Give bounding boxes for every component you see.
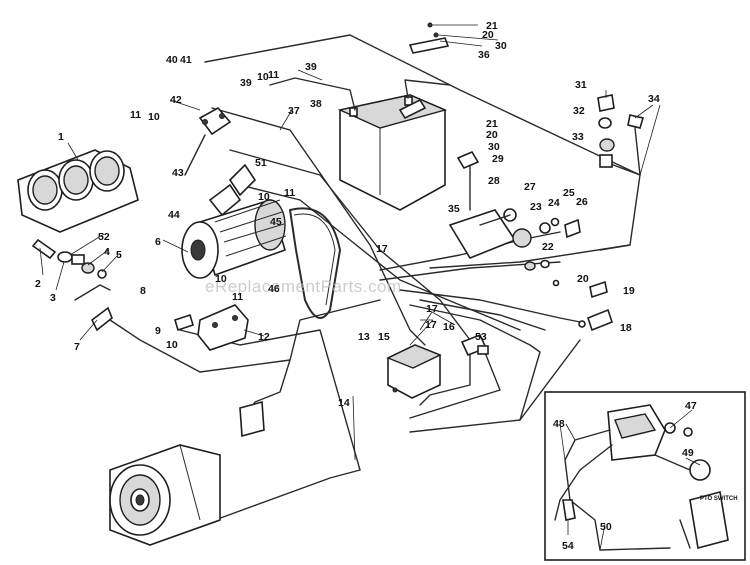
callout-54: 54 <box>562 540 574 552</box>
callout-6: 6 <box>155 236 161 248</box>
callout-3: 3 <box>50 292 56 304</box>
callout-1: 1 <box>58 131 64 143</box>
callout-24: 24 <box>548 197 560 209</box>
callout-46: 46 <box>268 283 280 295</box>
callout-39-a: 39 <box>240 77 252 89</box>
callout-21-b: 21 <box>486 118 498 130</box>
drive-belt <box>289 207 341 319</box>
callout-34: 34 <box>648 93 660 105</box>
callout-42: 42 <box>170 94 182 106</box>
callout-23: 23 <box>530 201 542 213</box>
headlight-assembly <box>17 149 139 233</box>
callout-27: 27 <box>524 181 536 193</box>
callout-45: 45 <box>270 216 282 228</box>
callout-11-b: 11 <box>268 69 279 81</box>
callout-31: 31 <box>575 79 587 91</box>
callout-37: 37 <box>288 105 300 117</box>
callout-5: 5 <box>116 249 122 261</box>
callout-51: 51 <box>255 157 267 169</box>
callout-labels: 1 2 3 4 5 6 7 8 9 10 10 10 10 10 11 11 1… <box>35 20 697 552</box>
callout-47: 47 <box>685 400 697 412</box>
callout-22: 22 <box>542 241 554 253</box>
callout-13: 13 <box>358 331 370 343</box>
right-connectors <box>552 279 613 332</box>
callout-33: 33 <box>572 131 584 143</box>
callout-36: 36 <box>478 49 490 61</box>
callout-9: 9 <box>155 325 161 337</box>
callout-53: 53 <box>475 331 487 343</box>
callout-20-a: 20 <box>482 29 494 41</box>
callout-8: 8 <box>140 285 146 297</box>
callout-30-a: 30 <box>495 40 507 52</box>
callout-10-e: 10 <box>166 339 178 351</box>
battery-hold-down <box>456 150 480 211</box>
callout-11-c: 11 <box>284 187 295 199</box>
callout-11-d: 11 <box>232 291 243 303</box>
starter-generator <box>181 163 287 279</box>
watermark-text: eReplacementParts.com <box>205 277 402 296</box>
callout-10-d: 10 <box>215 273 227 285</box>
fuse-holder <box>239 400 265 438</box>
battery <box>269 77 451 211</box>
callout-18: 18 <box>620 322 632 334</box>
dash-switch-cluster <box>448 208 581 271</box>
mounting-bracket <box>174 304 249 351</box>
callout-40: 40 <box>166 54 178 66</box>
callout-11-a: 11 <box>130 109 141 121</box>
pto-switch-inset <box>544 391 746 561</box>
callout-14: 14 <box>338 397 350 409</box>
callout-21-a: 21 <box>486 20 498 32</box>
callout-38: 38 <box>310 98 322 110</box>
callout-29: 29 <box>492 153 504 165</box>
solenoid <box>184 106 232 176</box>
callout-17-a: 17 <box>376 243 388 255</box>
callout-30-b: 30 <box>488 141 500 153</box>
callout-16: 16 <box>443 321 455 333</box>
callout-19: 19 <box>623 285 635 297</box>
indicator-light-assembly <box>31 238 113 332</box>
callout-35: 35 <box>448 203 460 215</box>
callout-15: 15 <box>378 331 390 343</box>
callout-43: 43 <box>172 167 184 179</box>
callout-39-b: 39 <box>305 61 317 73</box>
callout-10-c: 10 <box>258 191 270 203</box>
inset-label: PTO SWITCH <box>700 496 738 502</box>
callout-26: 26 <box>576 196 588 208</box>
callout-44: 44 <box>168 209 180 221</box>
callout-48: 48 <box>553 418 565 430</box>
callout-25: 25 <box>563 187 575 199</box>
callout-17-b: 17 <box>426 303 438 315</box>
callout-12: 12 <box>258 331 270 343</box>
voltage-regulator <box>386 344 442 399</box>
wiring-harness <box>74 34 641 521</box>
callout-10-a: 10 <box>148 111 160 123</box>
ignition-switch <box>597 94 645 176</box>
callout-20-b: 20 <box>486 129 498 141</box>
callout-17-c: 17 <box>425 319 437 331</box>
callout-10-b: 10 <box>257 71 269 83</box>
engine-pulley <box>109 444 221 546</box>
callout-52: 52 <box>98 231 110 243</box>
callout-4: 4 <box>104 246 110 258</box>
callout-28: 28 <box>488 175 500 187</box>
callout-2: 2 <box>35 278 41 290</box>
leader-lines <box>39 24 701 551</box>
callout-20-c: 20 <box>577 273 589 285</box>
callout-7: 7 <box>74 341 80 353</box>
callout-50: 50 <box>600 521 612 533</box>
top-hardware <box>408 22 450 54</box>
callout-32: 32 <box>573 105 585 117</box>
callout-49: 49 <box>682 447 694 459</box>
connector-block <box>460 333 489 357</box>
callout-41: 41 <box>180 54 192 66</box>
